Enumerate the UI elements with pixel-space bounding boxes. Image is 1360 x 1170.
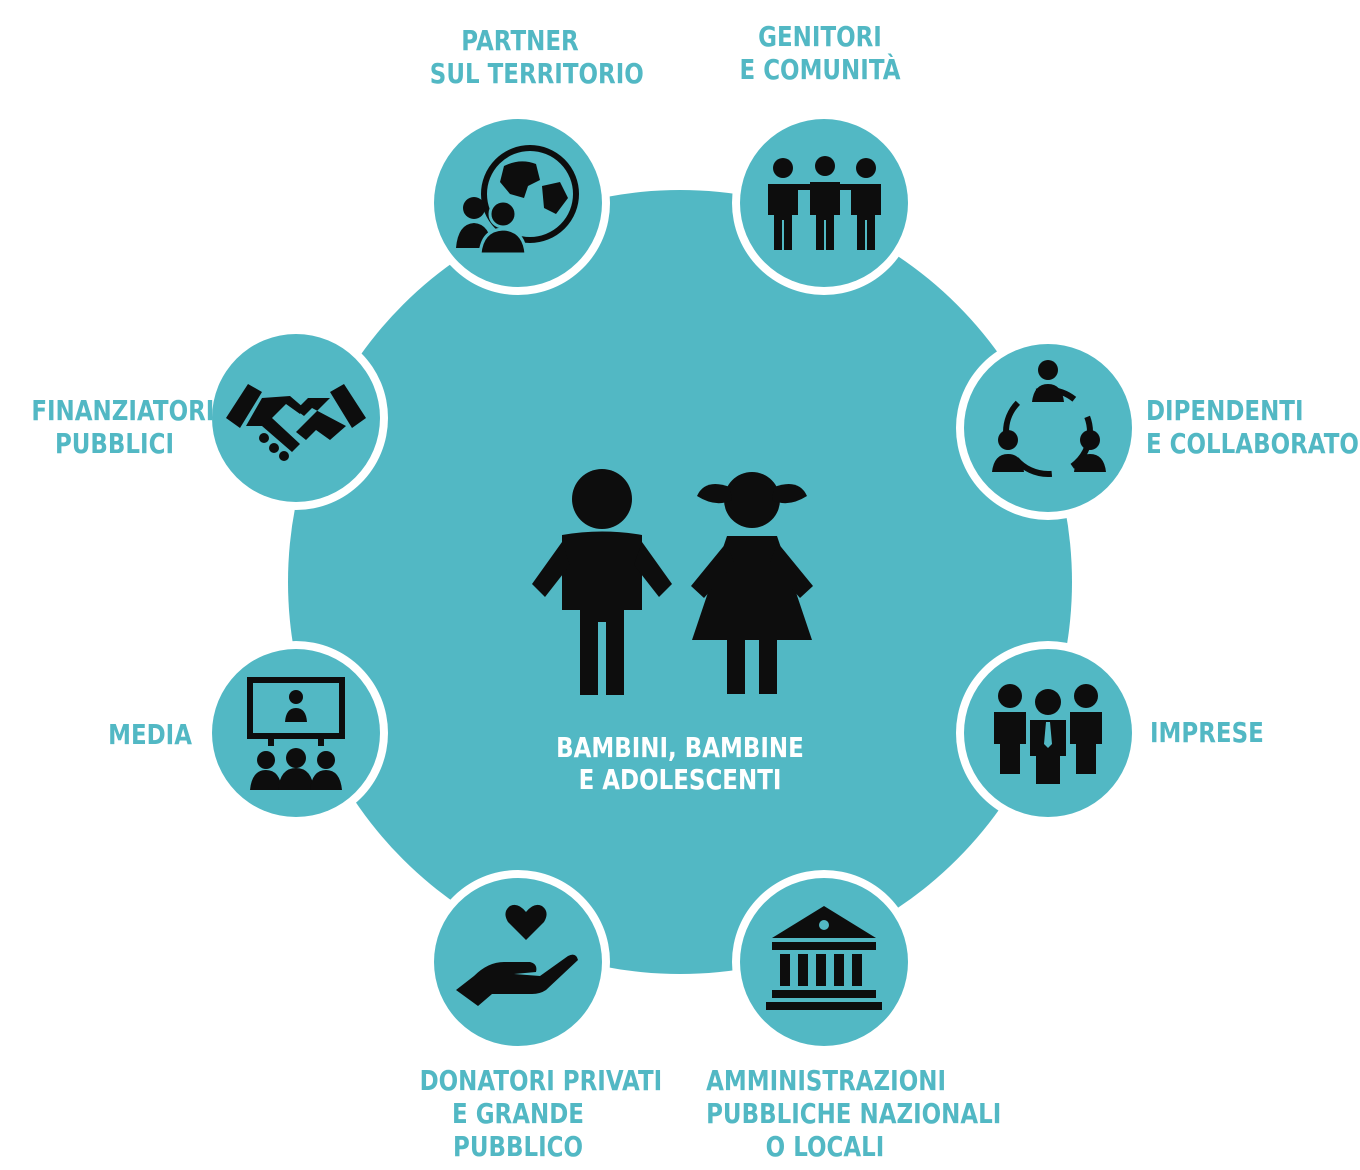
center-label-line2: E ADOLESCENTI [578,763,782,796]
label-donatori-line3: PUBBLICO [452,1130,584,1163]
label-amministrazioni: AMMINISTRAZIONI PUBBLICHE NAZIONALI O LO… [706,1064,1002,1163]
government-building-icon [766,906,882,1010]
label-donatori-line1: DONATORI PRIVATI [419,1064,663,1097]
label-imprese-line1: IMPRESE [1150,716,1264,749]
label-finanziatori-line2: PUBBLICI [54,427,174,460]
stakeholder-amministrazioni [732,870,916,1054]
label-amministrazioni-line3: O LOCALI [765,1130,885,1163]
label-imprese: IMPRESE [1150,716,1264,749]
community-people-icon [768,156,881,250]
children-icon [532,469,813,695]
handshake-icon [226,384,366,461]
stakeholder-partner [426,111,610,295]
stakeholder-donatori [426,870,610,1054]
label-media: MEDIA [84,718,192,751]
center-circle [288,190,1072,974]
label-finanziatori-line1: FINANZIATORI [31,394,215,427]
label-finanziatori: FINANZIATORI PUBBLICI [31,394,215,460]
label-genitori: GENITORI E COMUNITÀ [730,20,910,86]
label-amministrazioni-line1: AMMINISTRAZIONI [706,1064,946,1097]
label-dipendenti-line1: DIPENDENTI [1146,394,1304,427]
label-amministrazioni-line2: PUBBLICHE NAZIONALI [706,1097,1002,1130]
globe-people-icon [456,145,579,256]
stakeholder-imprese [956,641,1140,825]
stakeholder-dipendenti [956,336,1140,520]
center-label-line1: BAMBINI, BAMBINE [556,731,804,764]
label-genitori-line2: E COMUNITÀ [739,53,901,86]
label-donatori: DONATORI PRIVATI E GRANDE PUBBLICO [419,1064,663,1163]
business-people-icon [994,684,1102,784]
stakeholder-media [204,641,388,825]
label-partner-line1: PARTNER [461,24,579,57]
team-cycle-icon [992,360,1106,477]
stakeholder-finanziatori [204,326,388,510]
label-dipendenti: DIPENDENTI E COLLABORATORI [1146,394,1360,460]
label-dipendenti-line2: E COLLABORATORI [1146,427,1360,460]
label-partner: PARTNER SUL TERRITORIO [429,24,644,90]
presentation-audience-icon [247,677,345,790]
center-label: BAMBINI, BAMBINE E ADOLESCENTI [516,732,844,796]
stakeholder-genitori [732,111,916,295]
label-genitori-line1: GENITORI [758,20,882,53]
label-media-line1: MEDIA [108,718,192,751]
label-donatori-line2: E GRANDE [452,1097,584,1130]
label-partner-line2: SUL TERRITORIO [429,57,644,90]
hand-heart-icon [456,904,578,1006]
